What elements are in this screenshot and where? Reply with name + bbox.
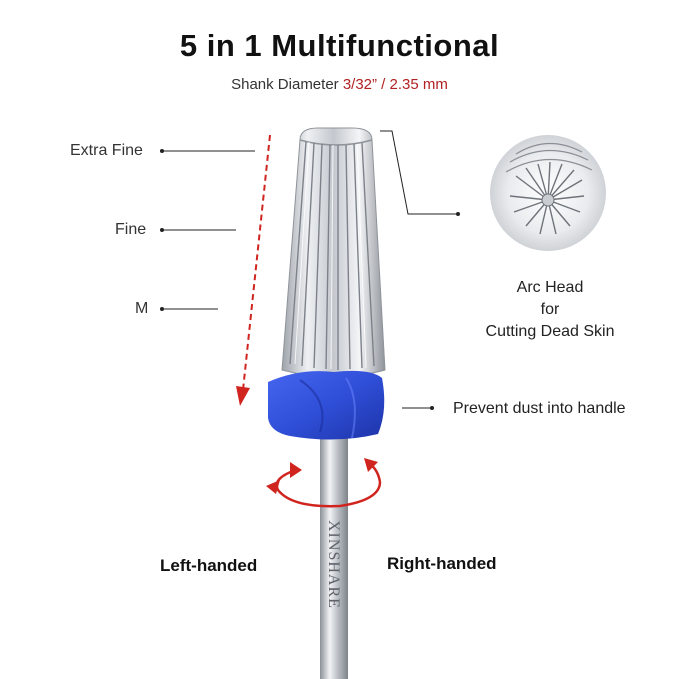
drill-head: [281, 127, 386, 378]
grit-label-extra-fine: Extra Fine: [70, 142, 143, 159]
dust-leader-line: [402, 406, 434, 410]
page-title: 5 in 1 Multifunctional: [179, 28, 500, 63]
left-handed-label: Left-handed: [160, 556, 258, 575]
grit-direction-arrow: [236, 134, 271, 406]
brand-engraving: XINSHARE: [325, 520, 342, 609]
arc-head-caption-line2: for: [540, 301, 560, 318]
dust-callout-caption: Prevent dust into handle: [453, 400, 626, 417]
rotation-arrows: [266, 458, 382, 508]
grit-label-medium: M: [135, 300, 149, 317]
right-handed-label: Right-handed: [387, 554, 497, 573]
arc-head-caption-line1: Arc Head: [516, 279, 584, 296]
arc-head-caption: Arc Head for Cutting Dead Skin: [460, 277, 640, 343]
shank-diameter-label: Shank Diameter: [231, 76, 343, 93]
arc-head-zoom-inset: [490, 135, 606, 251]
grit-label-fine: Fine: [115, 221, 147, 238]
grit-leader-lines: [160, 149, 255, 311]
arc-head-leader-line: [380, 130, 460, 216]
drill-shank: [320, 430, 348, 679]
shank-diameter-value: 3/32” / 2.35 mm: [342, 76, 448, 93]
shank-diameter-subtitle: Shank Diameter 3/32” / 2.35 mm: [0, 76, 679, 93]
dust-guard-collar: [268, 370, 385, 440]
arc-head-caption-line3: Cutting Dead Skin: [485, 323, 615, 340]
